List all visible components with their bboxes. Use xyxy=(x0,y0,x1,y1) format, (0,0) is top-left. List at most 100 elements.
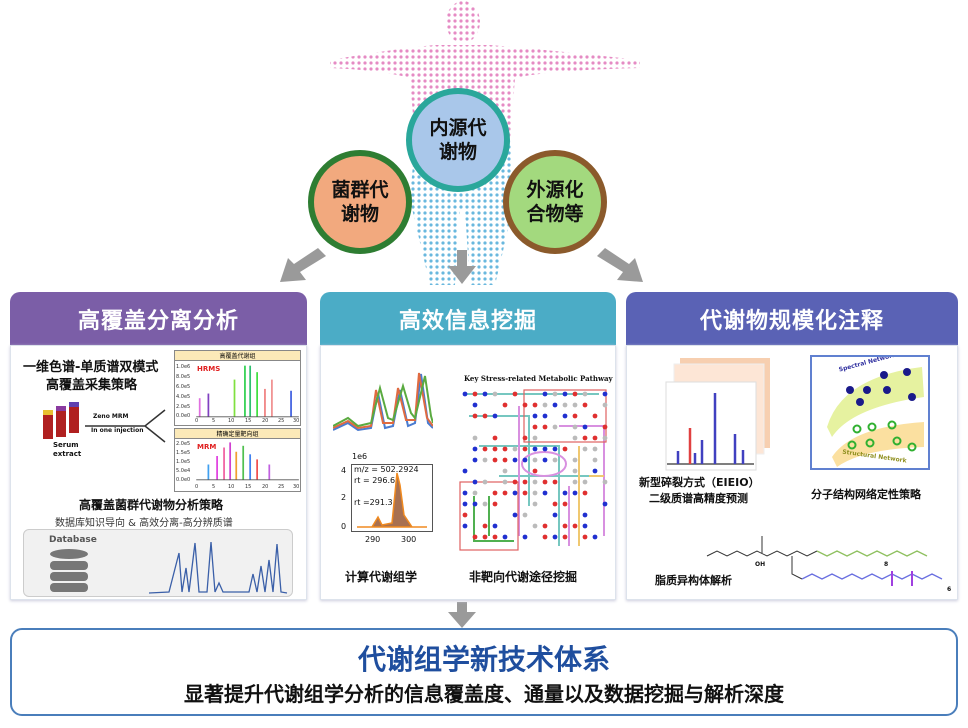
y-tick: 0.0e0 xyxy=(176,477,191,483)
pathway-node xyxy=(502,479,508,485)
panel-annotation: 新型碎裂方式（EIEIO） 二级质谱高精度预测 Spectral Network… xyxy=(626,345,958,600)
pathway-node xyxy=(562,391,568,397)
pathway-node xyxy=(552,501,558,507)
x-tick: 25 xyxy=(278,418,285,424)
method-label: Zeno MRM xyxy=(93,413,129,420)
pathway-node xyxy=(582,435,588,441)
pathway-node xyxy=(602,424,608,430)
database-label: Database xyxy=(49,535,97,545)
pathway-node xyxy=(572,413,578,419)
pathway-node xyxy=(532,490,538,496)
database-box: Database xyxy=(23,529,293,597)
pathway-node xyxy=(492,413,498,419)
pathway-node xyxy=(462,391,468,397)
summary-box: 代谢组学新技术体系 显著提升代谢组学分析的信息覆盖度、通量以及数据挖掘与解析深度 xyxy=(10,628,958,716)
y-tick: 2.0e5 xyxy=(176,404,191,410)
chart-tag: HRMS xyxy=(197,365,221,373)
chromatogram-icon xyxy=(149,541,288,594)
label: 内源代 xyxy=(429,117,487,139)
pathway-node xyxy=(472,457,478,463)
arrow-down-bottom-icon xyxy=(448,602,476,628)
pathway-node xyxy=(582,446,588,452)
pathway-node xyxy=(542,490,548,496)
pathway-node xyxy=(482,446,488,452)
y-tick: 4 xyxy=(341,466,347,475)
lipid-oh-label: OH xyxy=(755,561,766,568)
pathway-node xyxy=(522,435,528,441)
pathway-node xyxy=(542,523,548,529)
pathway-node xyxy=(472,435,478,441)
pathway-node xyxy=(512,512,518,518)
lipid-structure xyxy=(706,536,943,586)
plot-annotation: rt =291.3 xyxy=(354,498,393,507)
caption-computational: 计算代谢组学 xyxy=(345,570,418,584)
pathway-node xyxy=(492,523,498,529)
y-tick: 1.0e5 xyxy=(176,459,191,465)
hrms-chart: 高覆盖代谢组 HRMS 1.0e6 8.0e5 6.0e5 4.0e5 2.0e… xyxy=(174,350,301,426)
pathway-node xyxy=(602,402,608,408)
caption-lipid: 脂质异构体解析 xyxy=(655,574,732,587)
pathway-node xyxy=(512,391,518,397)
plot-annotation: m/z = 502.2924 xyxy=(354,465,419,474)
pathway-node xyxy=(562,501,568,507)
pathway-node xyxy=(492,534,498,540)
x-tick: 25 xyxy=(278,484,285,490)
pathway-node xyxy=(542,391,548,397)
pathway-node xyxy=(602,479,608,485)
chart-title: 精确定量靶向组 xyxy=(175,429,300,439)
pathway-node xyxy=(522,479,528,485)
pathway-node xyxy=(532,413,538,419)
pathway-node xyxy=(482,479,488,485)
pathway-node xyxy=(522,512,528,518)
x-tick: 20 xyxy=(262,418,269,424)
pathway-node xyxy=(562,490,568,496)
pathway-node xyxy=(502,457,508,463)
header-title: 高效信息挖掘 xyxy=(398,308,537,334)
mrm-peaks xyxy=(196,442,299,481)
pathway-node xyxy=(472,391,478,397)
pathway-node xyxy=(512,490,518,496)
caption-spectrum-line1: 新型碎裂方式（EIEIO） xyxy=(639,476,760,489)
header-annotation: 代谢物规模化注释 xyxy=(626,292,958,345)
pathway-node xyxy=(532,435,538,441)
pathway-node xyxy=(542,424,548,430)
pathway-node xyxy=(532,402,538,408)
panel-info-mining: m/z = 502.2924 rt = 296.6 rt =291.3 1e6 … xyxy=(320,345,616,600)
pathway-node xyxy=(502,468,508,474)
pathway-node xyxy=(542,479,548,485)
pathway-node xyxy=(462,512,468,518)
pathway-node xyxy=(582,512,588,518)
pathway-node xyxy=(462,501,468,507)
chart-title: 高覆盖代谢组 xyxy=(175,351,300,361)
pathway-node xyxy=(592,534,598,540)
label: Serum xyxy=(53,441,79,449)
label: 谢物 xyxy=(438,141,477,163)
pathway-node xyxy=(582,490,588,496)
ms2-spectrum-stack xyxy=(665,358,770,471)
caption-network: 分子结构网络定性策略 xyxy=(811,488,921,501)
pathway-node xyxy=(572,523,578,529)
label: 合物等 xyxy=(526,203,584,225)
pathway-node xyxy=(552,391,558,397)
pathway-node xyxy=(502,490,508,496)
pathway-node xyxy=(472,534,478,540)
pathway-node xyxy=(482,391,488,397)
pathway-node xyxy=(492,391,498,397)
label: extract xyxy=(53,450,82,458)
pathway-node xyxy=(572,457,578,463)
pathway-node xyxy=(462,490,468,496)
pathway-node xyxy=(532,479,538,485)
pathway-node xyxy=(482,413,488,419)
molecular-network-figure: Spectral Network Structural Network xyxy=(810,355,930,470)
y-tick: 0.0e0 xyxy=(176,413,191,419)
arrow-right-icon xyxy=(597,248,643,282)
pathway-node xyxy=(502,534,508,540)
pathway-node xyxy=(552,479,558,485)
pathway-node xyxy=(472,479,478,485)
pathway-node xyxy=(552,534,558,540)
pathway-node xyxy=(482,534,488,540)
peak-plot-curve xyxy=(357,472,427,528)
